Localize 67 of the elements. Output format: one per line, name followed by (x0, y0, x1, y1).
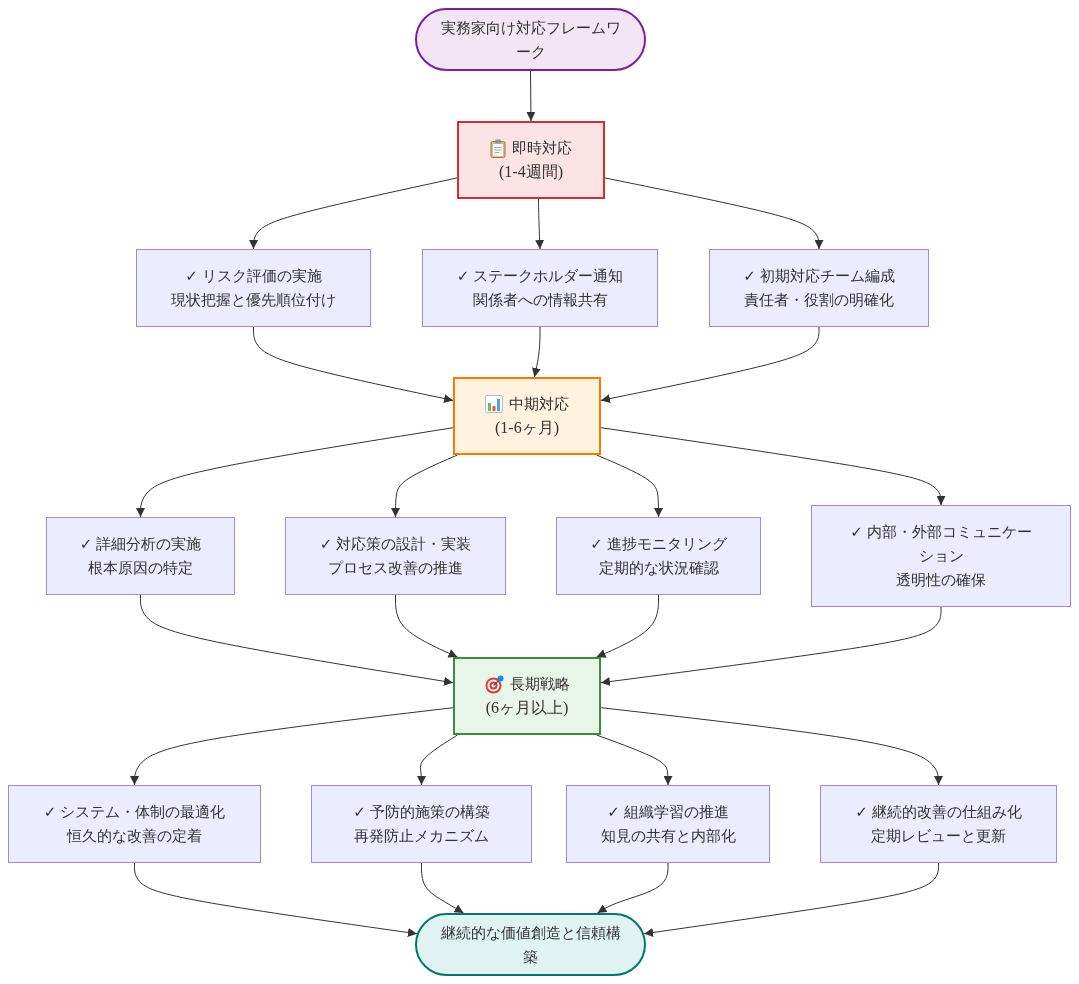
arrow (600, 326, 820, 403)
task-title: ✓ 組織学習の推進 (607, 802, 729, 822)
phase-title: 中期対応 (509, 394, 569, 414)
task-title: ✓ 詳細分析の実施 (79, 534, 202, 554)
phase-box (453, 657, 601, 735)
task-box (311, 785, 532, 863)
task-description: 定期レビューと更新 (871, 826, 1006, 846)
phase-title: 長期戦略 (509, 674, 570, 694)
arrow (140, 594, 454, 686)
arrow (600, 427, 946, 506)
arrow (600, 606, 942, 687)
task-description: 透明性の確保 (896, 570, 986, 590)
task-description: 関係者への情報共有 (472, 290, 608, 310)
task-title: ✓ リスク評価の実施 (185, 266, 322, 286)
task-box (422, 249, 658, 327)
task-box (556, 517, 761, 595)
task-description: 知見の共有と内部化 (600, 826, 736, 846)
task-title: ✓ 予防的施策の構築 (353, 802, 490, 822)
arrow (130, 707, 454, 786)
arrow (600, 707, 943, 786)
arrow (253, 326, 454, 403)
phase-box (457, 121, 605, 199)
arrow (596, 734, 673, 786)
task-box (811, 505, 1071, 607)
task-description: 再発防止メカニズム (354, 826, 489, 846)
task-box (46, 517, 235, 595)
task-description: 責任者・役割の明確化 (744, 290, 894, 310)
task-box (285, 517, 506, 595)
arrow (535, 198, 545, 250)
arrow (395, 594, 458, 658)
task-title: ✓ ステークホルダー通知 (456, 266, 624, 286)
arrow (249, 177, 458, 250)
arrow (136, 427, 454, 518)
duration-label: (1-4週間) (499, 162, 563, 183)
terminal-label: 継続的な価値創造と信頼構築 (440, 922, 621, 967)
arrow (417, 734, 458, 786)
arrow (596, 594, 659, 658)
task-description: プロセス改善の推進 (328, 558, 463, 578)
task-description: 現状把握と優先順位付け (171, 290, 336, 310)
task-box (566, 785, 770, 863)
arrow (391, 454, 458, 518)
task-box (8, 785, 261, 863)
phase-box (453, 377, 601, 455)
task-box (136, 249, 371, 327)
task-box (709, 249, 929, 327)
task-description: 恒久的な改善の定着 (67, 826, 202, 846)
task-title: ✓ 継続的改善の仕組み化 (855, 802, 1022, 822)
arrow (134, 862, 418, 937)
task-description: 定期的な状況確認 (598, 558, 719, 578)
task-title: ✓ システム・体制の最適化 (43, 802, 226, 822)
arrow (596, 454, 663, 518)
arrow (604, 177, 824, 250)
duration-label: (1-6ヶ月) (495, 418, 559, 439)
arrow (597, 862, 669, 914)
arrow (526, 70, 536, 122)
task-title: ✓ 進捗モニタリング (590, 534, 727, 554)
task-box (820, 785, 1057, 863)
task-description: 根本原因の特定 (88, 558, 193, 578)
duration-label: (6ヶ月以上) (485, 698, 569, 719)
task-title: ✓ 対応策の設計・実装 (319, 534, 472, 554)
arrow (532, 326, 541, 378)
task-title: ✓ 初期対応チーム編成 (743, 266, 895, 286)
terminal-label: 実務家向け対応フレームワーク (439, 17, 622, 62)
arrow (643, 862, 939, 937)
task-title: ✓ 内部・外部コミュニケーション (849, 522, 1033, 566)
arrow (421, 862, 464, 914)
phase-title: 即時対応 (512, 138, 572, 158)
